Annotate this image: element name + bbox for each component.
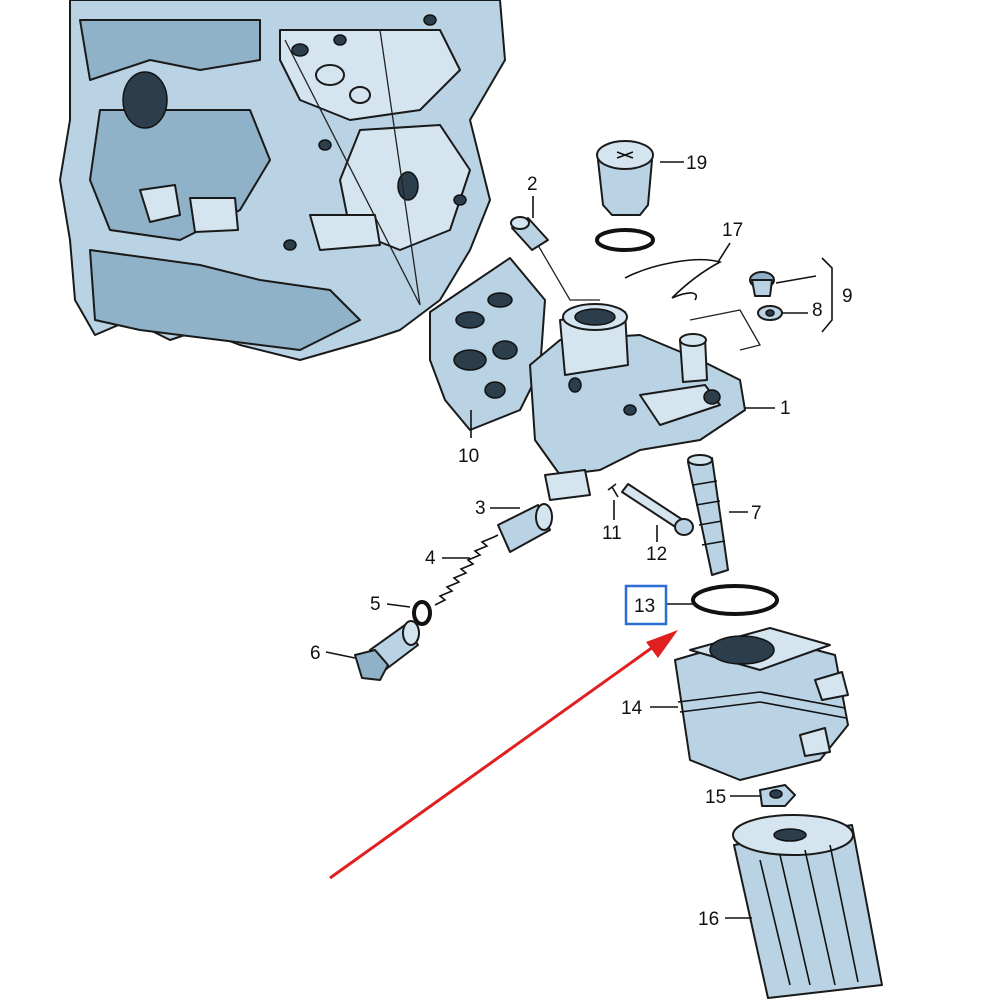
plug-bolt-part [354,620,420,681]
o-ring-13-part [691,584,779,616]
label-14: 14 [621,698,643,719]
label-10: 10 [458,446,479,467]
gasket-part [429,257,546,431]
sensor-part [510,216,549,251]
label-11: 11 [602,523,622,544]
washer-part [757,305,783,321]
label-2: 2 [527,174,538,195]
reference-line [284,29,421,306]
label-16: 16 [698,909,719,930]
pin-part [607,483,619,498]
label-1: 1 [780,398,791,419]
label-5: 5 [370,594,381,615]
label-3: 3 [475,498,486,519]
oil-filter-part [732,814,883,999]
reference-line [534,239,600,301]
label-9: 9 [842,286,853,307]
filter-housing-part [529,303,746,501]
spring-part [434,534,499,606]
bolt-part [621,483,694,536]
reference-line [689,309,761,351]
leader-lines [325,161,833,919]
threaded-pipe-part [687,454,729,576]
label-6: 6 [310,643,321,664]
highlight-arrow [329,630,678,880]
label-12: 12 [646,544,667,565]
nut-part [759,784,796,807]
label-7: 7 [751,503,762,524]
bushing-part [497,503,553,553]
label-19: 19 [686,153,707,174]
highlight-box [624,584,668,626]
plug-part [596,140,654,216]
clip-part [624,258,723,301]
screw-part [749,271,775,297]
oil-cooler-part [674,627,849,781]
label-17: 17 [722,220,743,241]
label-4: 4 [425,548,436,569]
seal-ring-part [412,600,432,626]
label-13: 13 [634,596,655,617]
o-ring-part [595,228,655,252]
label-8: 8 [812,300,823,321]
engine-block [59,0,506,361]
label-15: 15 [705,787,726,808]
